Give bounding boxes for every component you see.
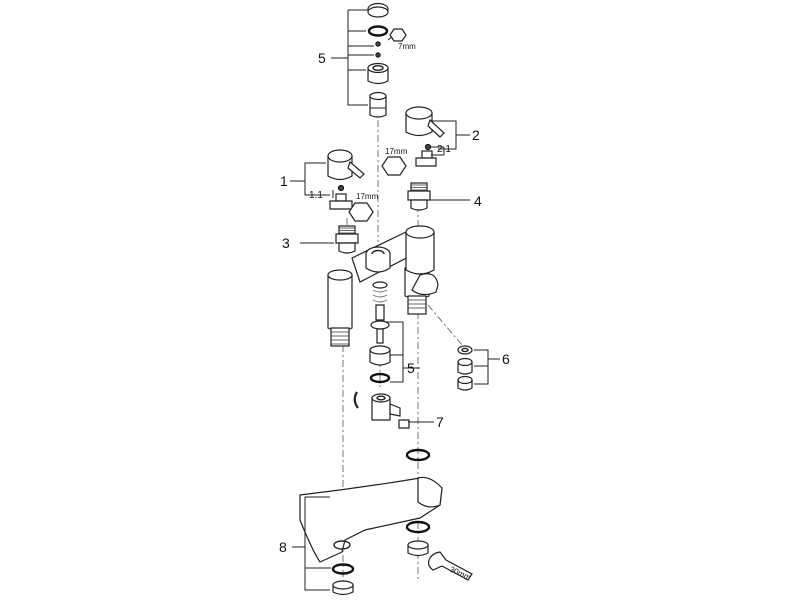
handle-right [405, 106, 445, 167]
cartridge-left [335, 225, 359, 254]
size-label-17mm-right: 17mm [385, 147, 408, 156]
diverter-assembly [369, 281, 391, 384]
callout-2-1: 2.1 [437, 144, 451, 155]
elbow-connector [353, 391, 410, 429]
callout-2: 2 [472, 127, 480, 143]
bracket-8 [292, 496, 331, 591]
callout-6: 6 [502, 351, 510, 367]
callout-5-mid: 5 [407, 360, 415, 376]
main-body [327, 225, 439, 347]
cartridge-right [407, 182, 431, 211]
callout-labels: 5 2 2.1 4 1 1.1 3 5 6 7 8 [279, 50, 510, 555]
callout-1: 1 [280, 173, 288, 189]
size-label-17mm-left: 17mm [356, 192, 379, 201]
callout-4: 4 [474, 193, 482, 209]
part-group-5-top [367, 2, 389, 118]
callout-5-top: 5 [318, 50, 326, 66]
hex-socket-right-17mm [381, 156, 407, 176]
wrench-30mm [427, 551, 473, 581]
callout-1-1: 1.1 [309, 190, 323, 201]
bracket-5-top [331, 9, 374, 106]
bracket-5-mid [386, 321, 420, 383]
callout-7: 7 [436, 414, 444, 430]
callout-3: 3 [282, 235, 290, 251]
hex-key-7mm [387, 28, 407, 42]
callout-8: 8 [279, 539, 287, 555]
base-spout [299, 448, 443, 596]
hex-socket-left-17mm [348, 202, 374, 222]
aerator-set [457, 345, 473, 391]
bracket-6 [474, 349, 500, 385]
handle-left [327, 149, 365, 210]
bracket-2 [431, 120, 470, 156]
bracket-1 [290, 162, 334, 198]
size-label-7mm: 7mm [398, 42, 416, 51]
